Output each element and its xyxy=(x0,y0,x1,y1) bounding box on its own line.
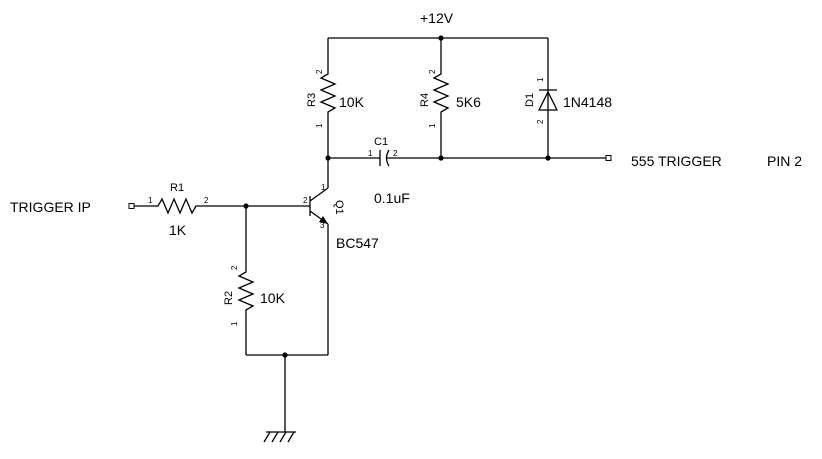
output-label: 555 TRIGGER xyxy=(631,153,722,169)
resistor-r4-zigzag xyxy=(432,68,450,128)
junction-dot xyxy=(545,155,551,161)
junction-dot xyxy=(243,203,249,209)
resistor-r4: 2 1 R4 5K6 xyxy=(419,68,481,128)
r3-pin2: 2 xyxy=(315,69,324,74)
r1-pin1: 1 xyxy=(148,196,153,205)
d1-pin2: 2 xyxy=(536,119,545,124)
junction-dot xyxy=(325,155,331,161)
resistor-r2: 2 1 R2 10K xyxy=(223,265,286,326)
r2-value: 10K xyxy=(260,290,286,306)
supply-label: +12V xyxy=(420,10,454,26)
transistor-q1-arrow xyxy=(319,216,328,224)
c1-ref: C1 xyxy=(374,136,388,148)
r1-ref: R1 xyxy=(170,182,184,194)
r4-pin2: 2 xyxy=(428,69,437,74)
transistor-q1-collector xyxy=(309,187,329,202)
d1-pin1: 1 xyxy=(536,77,545,82)
r2-pin1: 1 xyxy=(230,321,239,326)
r3-pin1: 1 xyxy=(315,123,324,128)
input-label: TRIGGER IP xyxy=(10,199,91,215)
r4-ref: R4 xyxy=(419,93,431,107)
q1-pin2: 2 xyxy=(303,196,308,205)
r3-value: 10K xyxy=(339,94,365,110)
junction-dot xyxy=(282,352,288,358)
diode-d1: 1 2 D1 1N4148 xyxy=(524,77,612,124)
q1-pin1: 1 xyxy=(321,183,326,192)
junctions xyxy=(243,35,551,358)
r1-value: 1K xyxy=(169,222,187,238)
r4-value: 5K6 xyxy=(456,94,481,110)
capacitor-c1-plate-right xyxy=(385,149,390,167)
c1-pin1: 1 xyxy=(368,149,373,158)
c1-value: 0.1uF xyxy=(374,190,410,206)
c1-pin2: 2 xyxy=(393,149,398,158)
ground-icon xyxy=(263,431,296,443)
output-terminal xyxy=(605,155,612,161)
r3-ref: R3 xyxy=(306,93,318,107)
resistor-r3: 2 1 R3 10K xyxy=(306,68,365,128)
resistor-r1: R1 1 2 1K xyxy=(148,182,209,238)
junction-dot xyxy=(438,155,444,161)
junction-dot xyxy=(438,35,444,41)
d1-ref: D1 xyxy=(524,93,536,107)
transistor-q1: 1 2 3 Q1 BC547 xyxy=(303,183,379,251)
output-pin-label: PIN 2 xyxy=(767,153,802,169)
r2-ref: R2 xyxy=(223,291,235,305)
capacitor-c1: C1 1 2 0.1uF xyxy=(368,136,410,206)
wires xyxy=(134,37,606,432)
resistor-r1-zigzag xyxy=(152,197,202,215)
r4-pin1: 1 xyxy=(428,123,437,128)
q1-value: BC547 xyxy=(336,235,379,251)
resistor-r2-zigzag xyxy=(237,266,255,326)
input-terminal xyxy=(128,203,135,209)
d1-value: 1N4148 xyxy=(563,94,612,110)
q1-ref: Q1 xyxy=(333,200,345,215)
q1-pin3: 3 xyxy=(320,221,325,230)
resistor-r3-zigzag xyxy=(319,68,337,128)
r1-pin2: 2 xyxy=(204,196,209,205)
r2-pin2: 2 xyxy=(230,265,239,270)
